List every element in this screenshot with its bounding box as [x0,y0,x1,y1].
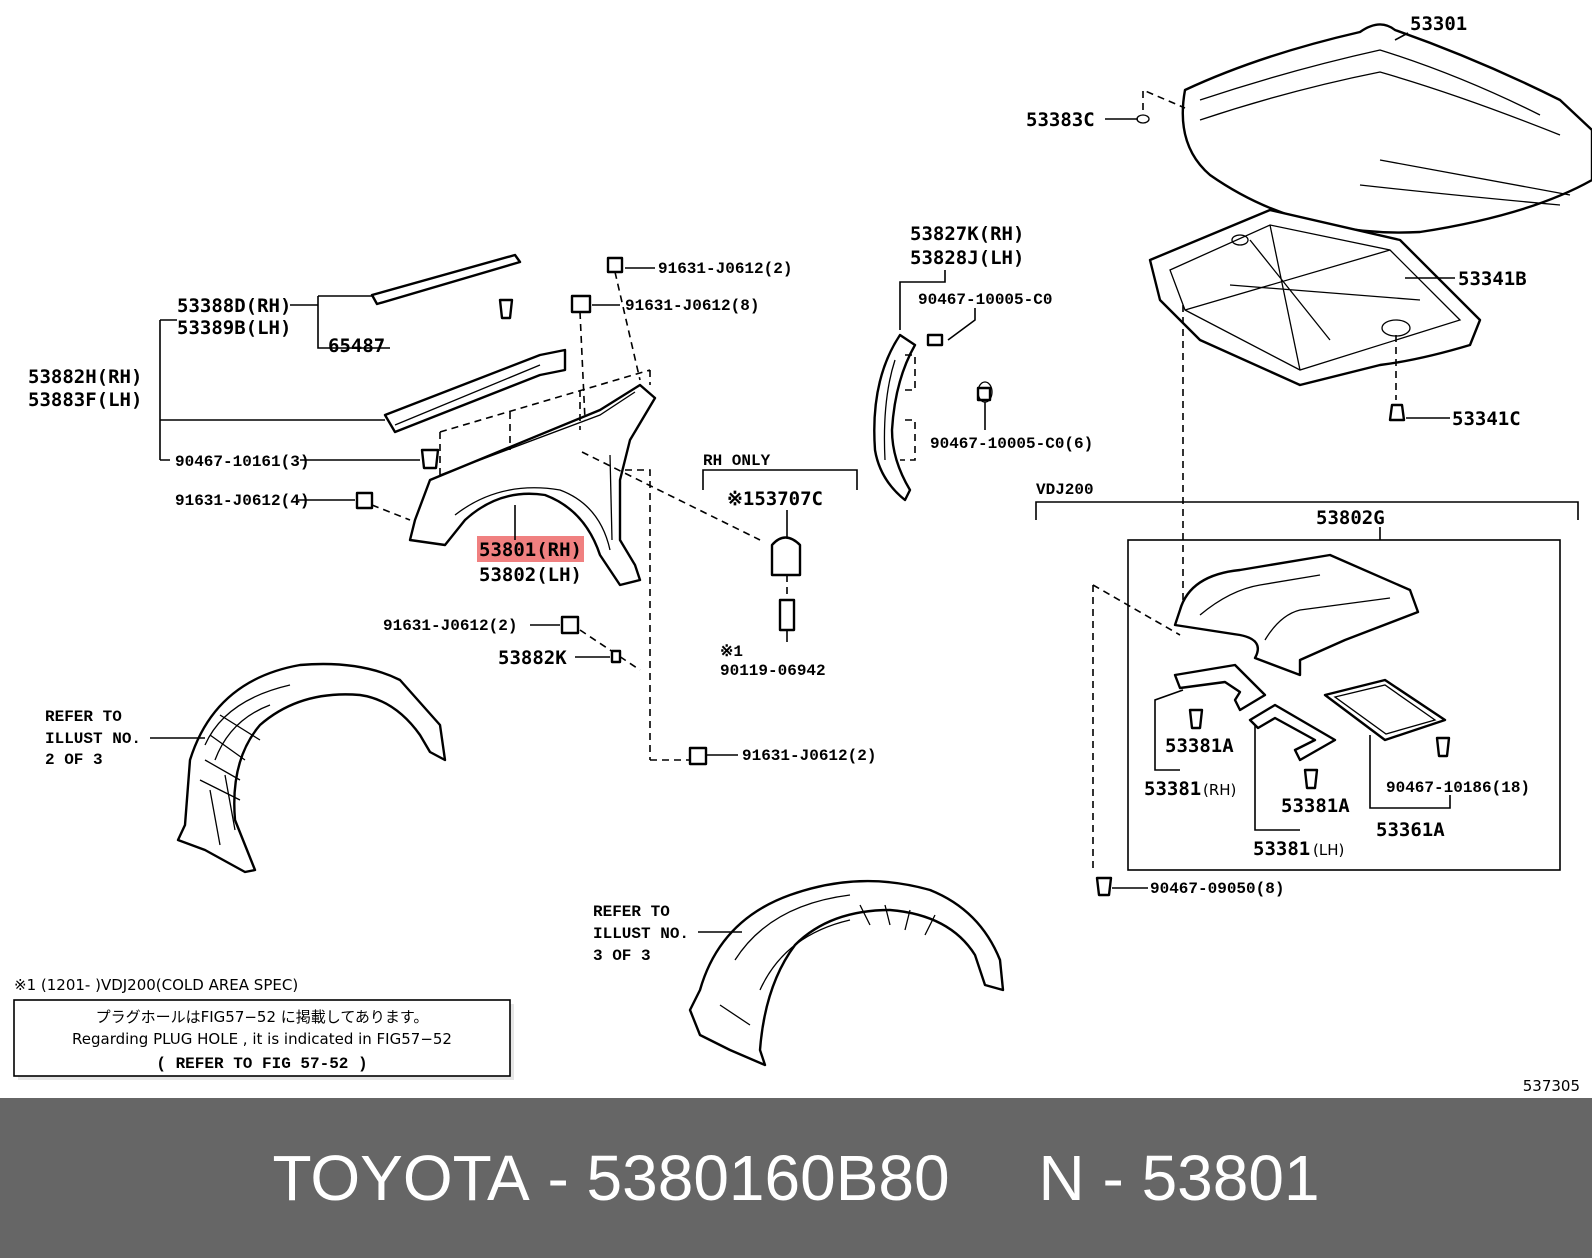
label-53361a: 53361A [1376,819,1445,841]
label-refer-1-line3: 2 OF 3 [45,751,103,769]
fender-liner-front-part [176,662,447,874]
engine-under-cover-part [1173,553,1420,677]
label-53381a-2: 53381A [1281,795,1350,817]
seal-53381-lh-part [1248,703,1337,762]
clip-65487-part [498,298,514,320]
label-refer-2-line2: ILLUST NO. [593,925,689,943]
label-53883f: 53883F(LH) [28,389,142,411]
label-53827k: 53827K(RH) [910,223,1024,245]
label-53381-rh: 53381 [1144,778,1201,800]
part-footer: TOYOTA - 5380160B80 N - 53801 [0,1098,1592,1258]
label-53882k: 53882K [498,647,567,669]
label-53828j: 53828J(LH) [910,247,1024,269]
footer-brand: TOYOTA [272,1142,530,1214]
note-box [13,999,511,1077]
fender-liner-rear-part [688,879,1005,1067]
front-fender-53801-part [408,383,657,587]
label-53381a-1: 53381A [1165,735,1234,757]
vdj200-group-box [1127,539,1561,871]
grommet-53707c-part [770,536,802,577]
label-refer-1-line2: ILLUST NO. [45,730,141,748]
footer-sep1: - [529,1142,587,1214]
label-refer-2-line3: 3 OF 3 [593,947,651,965]
label-91631-j0612-2-c: 91631-J0612(2) [742,747,876,765]
footer-gap [950,1141,1039,1215]
label-53341c: 53341C [1452,408,1521,430]
highlight-box [477,536,584,562]
label-53301: 53301 [1410,13,1467,35]
footer-n-label: N [1038,1142,1085,1214]
label-vdj200: VDJ200 [1036,481,1094,499]
seal-53381-rh-part [1173,663,1267,712]
label-90467-10186: 90467-10186(18) [1386,779,1530,797]
plate-53361a-part [1323,678,1447,742]
label-90467-09050: 90467-09050(8) [1150,880,1284,898]
parts-diagram: 53301 53383C 53341B 53341C 53827K(RH) 53… [13,13,1592,1095]
label-53383c: 53383C [1026,109,1095,131]
note-japanese: プラグホールはFIG57−52 に掲載してあります。 [96,1008,429,1026]
label-53389b: 53389B(LH) [177,317,291,339]
hood-insulator-part [1148,208,1482,387]
label-90467-10161: 90467-10161(3) [175,453,309,471]
note-refer-fig: ( REFER TO FIG 57-52 ) [156,1055,367,1073]
label-lh-tag: (LH) [1313,841,1344,859]
label-53381-lh: 53381 [1253,838,1310,860]
label-90467-10005-c0-6: 90467-10005-C0(6) [930,435,1093,453]
footnote-cold-area: ※1 (1201- )VDJ200(COLD AREA SPEC) [14,976,298,994]
hood-part [1181,23,1592,234]
figure-number: 537305 [1523,1077,1580,1095]
label-rh-tag: (RH) [1203,781,1236,799]
label-x1-bolt: ※1 [720,643,743,661]
label-refer-2-line1: REFER TO [593,903,670,921]
label-65487: 65487 [328,335,385,357]
label-53802: 53802(LH) [479,564,582,586]
label-53388d: 53388D(RH) [177,295,291,317]
footer-sep2: - [1084,1142,1142,1214]
footer-part-number: 5380160B80 [586,1142,950,1214]
label-53341b: 53341B [1458,268,1527,290]
label-53882h: 53882H(RH) [28,366,142,388]
footer-ref-number: 53801 [1141,1142,1320,1214]
label-refer-1-line1: REFER TO [45,708,122,726]
label-53801: 53801(RH) [479,539,582,561]
note-english: Regarding PLUG HOLE , it is indicated in… [72,1030,452,1048]
fender-trim-strip-part [370,253,522,306]
label-90467-10005-c0: 90467-10005-C0 [918,291,1052,309]
fender-upper-bracket-part [383,348,567,434]
label-91631-j0612-8: 91631-J0612(8) [625,297,759,315]
label-90119-06942: 90119-06942 [720,662,826,680]
label-91631-j0612-4: 91631-J0612(4) [175,492,309,510]
label-91631-j0612-2-a: 91631-J0612(2) [658,260,792,278]
label-53707c: ※153707C [727,488,823,510]
label-rh-only: RH ONLY [703,452,771,470]
label-53802g: 53802G [1316,507,1385,529]
label-91631-j0612-2-b: 91631-J0612(2) [383,617,517,635]
fender-seal-part [873,333,917,502]
